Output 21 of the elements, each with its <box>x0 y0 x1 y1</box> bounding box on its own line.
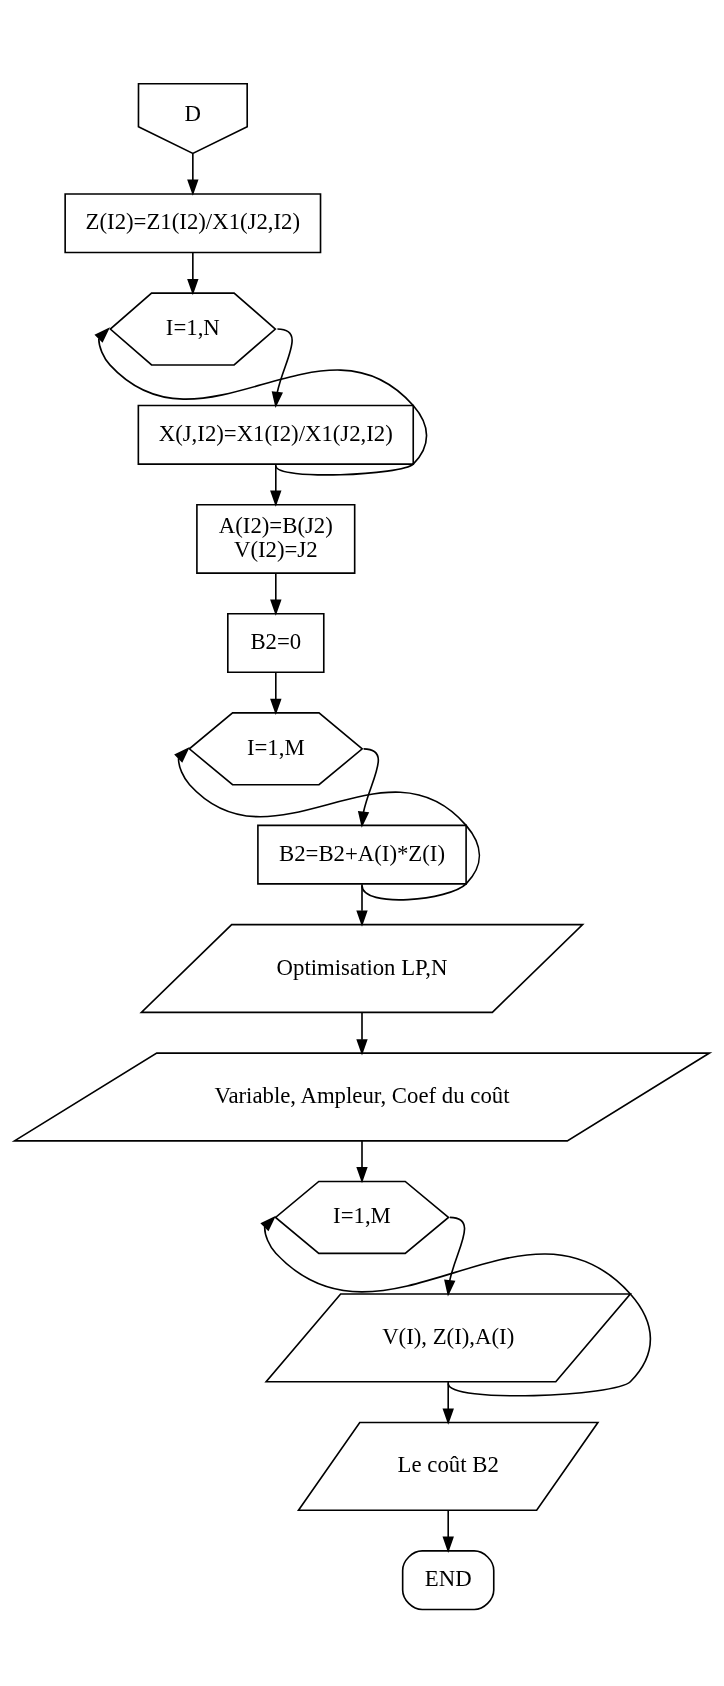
node-box: Z(I2)=Z1(I2)/X1(J2,I2) <box>64 193 322 254</box>
arrow <box>271 328 293 408</box>
arrow <box>444 1216 466 1297</box>
arrow <box>356 1140 368 1184</box>
arrow <box>270 572 282 616</box>
arrow <box>187 252 199 296</box>
arrow <box>442 1381 454 1425</box>
arrow <box>356 1011 368 1056</box>
node-box: X(J,I2)=X1(I2)/X1(J2,I2) <box>137 404 415 465</box>
arrow <box>356 883 368 927</box>
arrow <box>442 1509 454 1553</box>
node-box: END <box>401 1550 495 1611</box>
arrow <box>270 463 282 507</box>
arrow <box>94 327 428 476</box>
arrow <box>270 671 282 716</box>
arrow <box>174 747 481 901</box>
node-box: A(I2)=B(J2) V(I2)=J2 <box>196 503 356 574</box>
node-box: B2=0 <box>227 612 325 674</box>
node-box: B2=B2+A(I)*Z(I) <box>257 824 467 885</box>
arrow <box>187 153 199 196</box>
arrow <box>260 1215 652 1397</box>
